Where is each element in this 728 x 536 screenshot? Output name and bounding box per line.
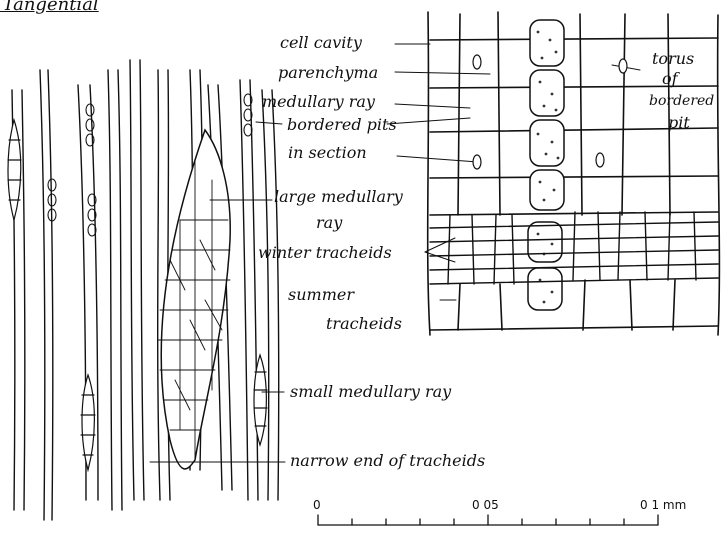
label-medullary-ray: medullary ray xyxy=(262,93,375,111)
label-in-section: in section xyxy=(288,144,367,162)
label-large-medullary: large medullary xyxy=(274,188,403,206)
label-large-ray: ray xyxy=(316,214,342,232)
scale-label-005: 0 05 xyxy=(472,498,499,512)
scale-label-0: 0 xyxy=(313,498,321,512)
label-parenchyma: parenchyma xyxy=(278,64,378,82)
label-winter-tracheids: winter tracheids xyxy=(258,244,392,262)
label-pit: pit xyxy=(668,114,690,132)
label-bordered-pits: bordered pits xyxy=(287,116,397,134)
label-bordered: bordered xyxy=(649,92,714,110)
label-narrow-end: narrow end of tracheids xyxy=(290,452,485,470)
label-small-medullary-ray: small medullary ray xyxy=(290,383,451,401)
label-tracheids: tracheids xyxy=(326,315,402,333)
label-cell-cavity: cell cavity xyxy=(280,34,362,52)
scale-label-01mm: 0 1 mm xyxy=(640,498,686,512)
ray-column xyxy=(528,20,564,310)
tracheid-strands xyxy=(12,60,279,520)
small-ray-spindles xyxy=(8,120,267,470)
label-torus: torus xyxy=(652,50,694,68)
label-summer: summer xyxy=(288,286,354,304)
label-of: of xyxy=(662,70,678,88)
scale-bar xyxy=(318,515,658,525)
